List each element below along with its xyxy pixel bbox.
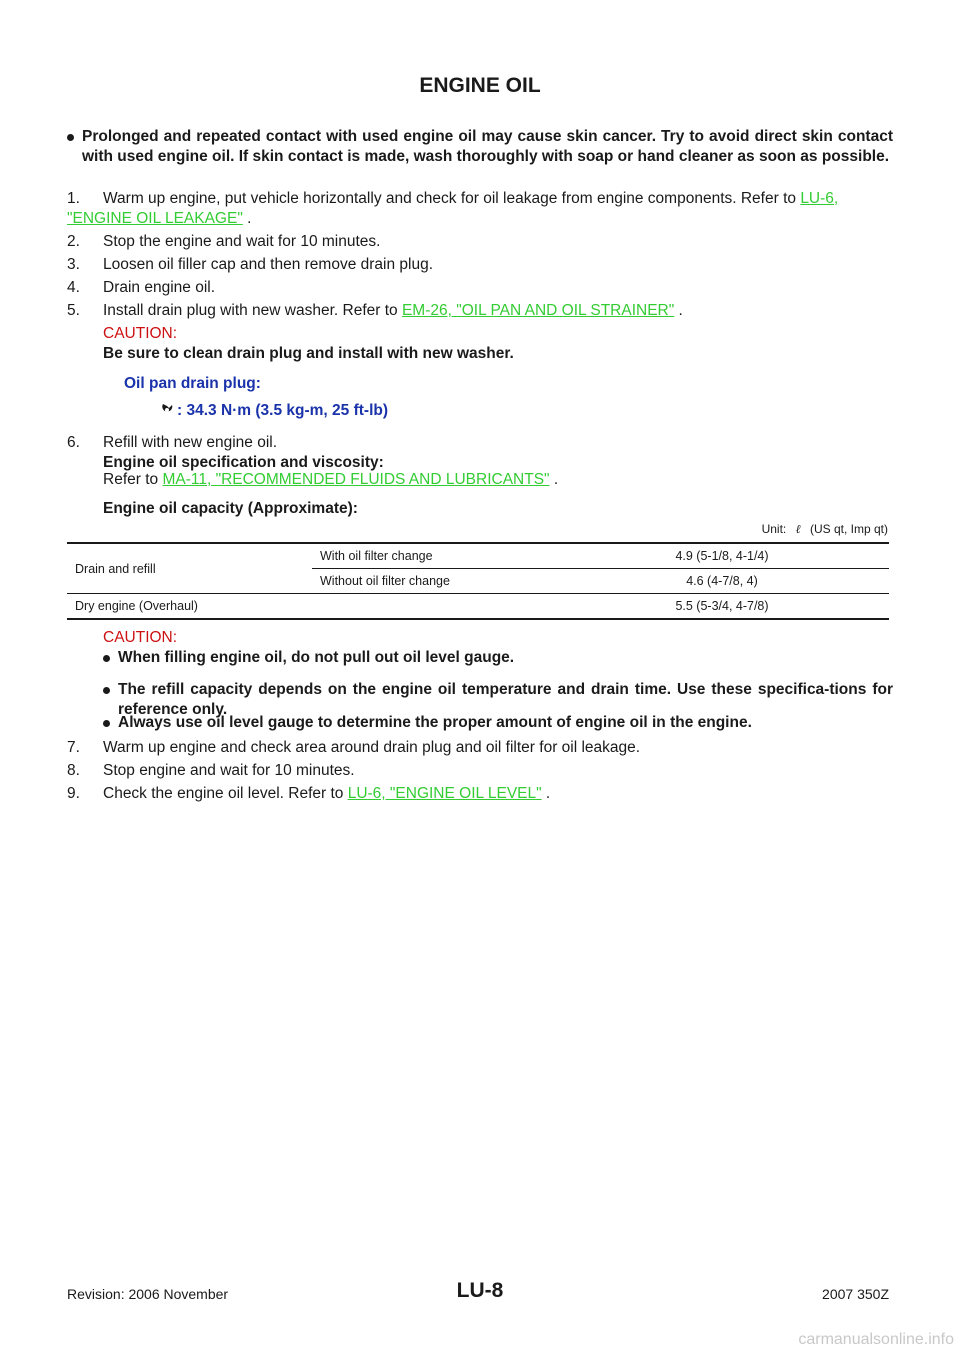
- step-text: Loosen oil filler cap and then remove dr…: [103, 256, 434, 273]
- unit-label: Unit: ℓ (US qt, Imp qt): [720, 522, 888, 537]
- step-5: 5. Install drain plug with new washer. Re…: [67, 301, 893, 321]
- step-text: Warm up engine and check area around dra…: [103, 739, 641, 756]
- step-number: 2.: [67, 233, 80, 250]
- step-2: 2. Stop the engine and wait for 10 minute…: [67, 232, 893, 252]
- bullet-icon: [103, 687, 110, 694]
- step-8: 8. Stop engine and wait for 10 minutes.: [67, 761, 893, 781]
- caution-item-text: When filling engine oil, do not pull out…: [118, 649, 515, 666]
- step-text: Install drain plug with new washer. Refe…: [103, 302, 402, 319]
- table-cell: 4.9 (5-1/8, 4-1/4): [555, 542, 889, 569]
- step-number: 6.: [67, 434, 80, 451]
- step-1: 1. Warm up engine, put vehicle horizontal…: [67, 189, 893, 229]
- table-cell: With oil filter change: [312, 542, 555, 569]
- page-title: ENGINE OIL: [419, 74, 541, 97]
- spec-heading: Engine oil specification and viscosity:: [103, 454, 384, 471]
- step-number: 4.: [67, 279, 80, 296]
- spec-refer: Refer to MA-11, "RECOMMENDED FLUIDS AND …: [103, 470, 893, 490]
- oil-capacity-table: Drain and refill With oil filter change …: [67, 542, 889, 620]
- step-3: 3. Loosen oil filler cap and then remove …: [67, 255, 893, 275]
- step-text-after: .: [242, 210, 252, 227]
- step-number: 5.: [67, 302, 80, 319]
- step-number: 1.: [67, 190, 80, 207]
- unit-suffix: (US qt, Imp qt): [809, 522, 888, 536]
- table-cell: 5.5 (5-3/4, 4-7/8): [555, 593, 889, 620]
- revision-label: Revision: 2006 November: [67, 1286, 229, 1302]
- skin-warning-text: Prolonged and repeated contact with used…: [82, 128, 893, 165]
- step-number: 3.: [67, 256, 80, 273]
- caution-item: Always use oil level gauge to determine …: [103, 713, 893, 733]
- step-text: Stop engine and wait for 10 minutes.: [103, 762, 355, 779]
- table-cell: Without oil filter change: [312, 568, 555, 594]
- model-label: 2007 350Z: [822, 1286, 889, 1302]
- page-number: LU-8: [456, 1279, 504, 1302]
- step-7: 7. Warm up engine and check area around d…: [67, 738, 893, 758]
- table-cell: 4.6 (4-7/8, 4): [555, 568, 889, 594]
- unit-prefix: Unit:: [761, 522, 787, 536]
- bullet-icon: [67, 134, 74, 141]
- step-text: Warm up engine, put vehicle horizontally…: [103, 190, 801, 207]
- step-6: 6. Refill with new engine oil.: [67, 433, 893, 453]
- caution-text: Be sure to clean drain plug and install …: [103, 345, 514, 362]
- spec-refer-after: .: [549, 471, 559, 488]
- caution-item: When filling engine oil, do not pull out…: [103, 648, 893, 668]
- table-cell: Dry engine (Overhaul): [67, 593, 555, 620]
- step-number: 7.: [67, 739, 80, 756]
- watermark: carmanualsonline.info: [798, 1331, 954, 1348]
- step-text: Stop the engine and wait for 10 minutes.: [103, 233, 381, 250]
- step-text: Refill with new engine oil.: [103, 434, 278, 451]
- link-engine-oil-leakage[interactable]: LU-6, "ENGINE OIL LEAKAGE": [67, 190, 839, 227]
- caution-item: The refill capacity depends on the engin…: [103, 680, 893, 720]
- caution-item-text: The refill capacity depends on the engin…: [118, 681, 893, 718]
- table-row: Without oil filter change 4.6 (4-7/8, 4): [67, 568, 889, 594]
- step-4: 4. Drain engine oil.: [67, 278, 893, 298]
- step-number: 9.: [67, 785, 80, 802]
- torque-wrench-icon: [160, 402, 175, 417]
- drain-plug-torque: : 34.3 N·m (3.5 kg-m, 25 ft-lb): [160, 402, 388, 420]
- torque-value: : 34.3 N·m (3.5 kg-m, 25 ft-lb): [177, 402, 389, 419]
- liter-icon: ℓ: [795, 522, 801, 536]
- table-row: Drain and refill With oil filter change …: [67, 542, 889, 594]
- bullet-icon: [103, 655, 110, 662]
- spec-refer-text: Refer to: [103, 471, 163, 488]
- step-9: 9. Check the engine oil level. Refer to L…: [67, 784, 893, 804]
- skin-warning: Prolonged and repeated contact with used…: [67, 127, 893, 167]
- table-row: Dry engine (Overhaul) 5.5 (5-3/4, 4-7/8): [67, 593, 889, 620]
- drain-plug-label: Oil pan drain plug:: [124, 375, 261, 392]
- link-oil-pan-and-oil-strainer[interactable]: EM-26, "OIL PAN AND OIL STRAINER": [401, 302, 675, 319]
- step-text-after: .: [541, 785, 551, 802]
- bullet-icon: [103, 720, 110, 727]
- caution-item-text: Always use oil level gauge to determine …: [118, 714, 752, 731]
- step-text: Check the engine oil level. Refer to: [103, 785, 348, 802]
- capacity-heading: Engine oil capacity (Approximate):: [103, 500, 358, 517]
- link-recommended-fluids[interactable]: MA-11, "RECOMMENDED FLUIDS AND LUBRICANT…: [162, 471, 550, 488]
- step-number: 8.: [67, 762, 80, 779]
- caution-label: CAUTION:: [103, 325, 178, 342]
- step-text: Drain engine oil.: [103, 279, 216, 296]
- link-engine-oil-level[interactable]: LU-6, "ENGINE OIL LEVEL": [347, 785, 542, 802]
- table-cell: Drain and refill: [67, 542, 312, 594]
- caution-label: CAUTION:: [103, 629, 178, 646]
- step-text-after: .: [674, 302, 683, 319]
